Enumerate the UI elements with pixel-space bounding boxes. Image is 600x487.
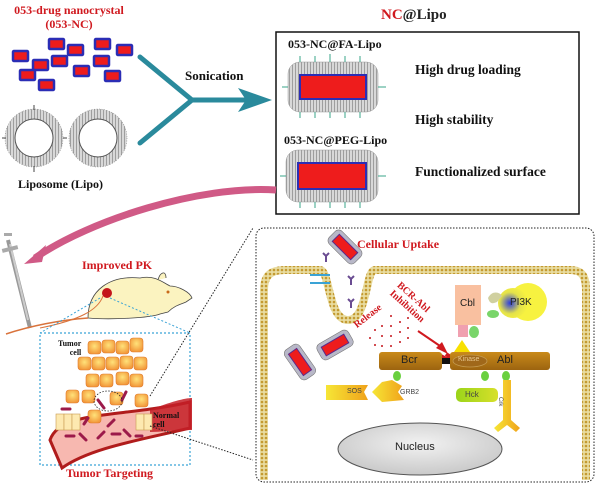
nc-lipo-title-suffix: @Lipo — [402, 7, 447, 23]
cellular-uptake-label: Cellular Uptake — [357, 237, 440, 251]
mouse — [5, 272, 193, 335]
cell-membrane — [260, 266, 590, 480]
normal-cells — [55, 413, 153, 431]
tumor-cells — [65, 337, 149, 424]
drug-rods — [60, 390, 144, 442]
abl-label: Abl — [497, 354, 513, 366]
nucleus-label: Nucleus — [395, 441, 435, 453]
normal-cell-label-line1: Normal — [153, 411, 180, 420]
liposome-label: Liposome (Lipo) — [18, 177, 104, 191]
syringe — [1, 233, 32, 329]
bcr-label: Bcr — [401, 354, 418, 366]
sos-label: SOS — [347, 388, 362, 395]
nanocrystal-label: 053-drug nanocrystal (053-NC) — [14, 3, 124, 31]
grb2-protein — [372, 380, 404, 402]
pi3k-label: PI3K — [510, 297, 532, 308]
sonication-arrowhead — [238, 88, 272, 112]
sonication-label: Sonication — [185, 68, 244, 83]
nc-lipo-title-prefix: NC — [381, 7, 403, 23]
nucleus — [337, 422, 503, 476]
peg-lipo-particle — [280, 149, 386, 208]
sonication-arrow — [137, 54, 248, 146]
tumor-cell-label-line2: cell — [69, 348, 82, 357]
hck-label: Hck — [465, 390, 479, 399]
peg-lipo-label: 053-NC@PEG-Lipo — [284, 133, 388, 147]
crk-label: Crk — [497, 397, 503, 407]
pi3k-protein — [498, 288, 528, 318]
released-drug-dots — [369, 315, 409, 347]
crk-protein — [494, 380, 520, 432]
liposome-group — [2, 105, 128, 172]
hck-protein — [456, 388, 498, 402]
feature-stability: High stability — [415, 112, 494, 127]
feature-functionalized-surface: Functionalized surface — [415, 164, 546, 179]
normal-cell-label-line2: cell — [153, 420, 165, 429]
cbl-protein — [455, 285, 481, 325]
injection-arrowhead — [24, 245, 46, 264]
bcr-protein — [379, 352, 442, 370]
improved-pk-label: Improved PK — [82, 258, 153, 272]
kinase-label: Kinase — [458, 356, 480, 363]
injection-arrow — [33, 186, 277, 261]
grb2-label: GRB2 — [400, 389, 420, 396]
feature-drug-loading: High drug loading — [415, 62, 521, 77]
nanocrystal-group — [11, 37, 134, 92]
receptors — [322, 252, 355, 308]
nc-lipo-title: NC@Lipo — [381, 7, 447, 24]
sos-protein — [326, 385, 368, 400]
nanocrystal-label-line1: 053-drug nanocrystal — [14, 3, 124, 17]
nanocrystal-label-line2: (053-NC) — [45, 17, 93, 31]
tumor-cell-label: Tumor cell — [58, 339, 81, 357]
fa-lipo-label: 053-NC@FA-Lipo — [288, 37, 382, 51]
tumor-targeting-label: Tumor Targeting — [66, 466, 154, 480]
inhibition-arrow — [417, 330, 441, 347]
cbl-label: Cbl — [460, 298, 476, 309]
nc-lipo-particles — [283, 229, 363, 381]
tumor-cell-label-line1: Tumor — [58, 339, 82, 348]
fa-lipo-particle — [282, 54, 386, 118]
normal-cell-label: Normal cell — [153, 411, 179, 429]
